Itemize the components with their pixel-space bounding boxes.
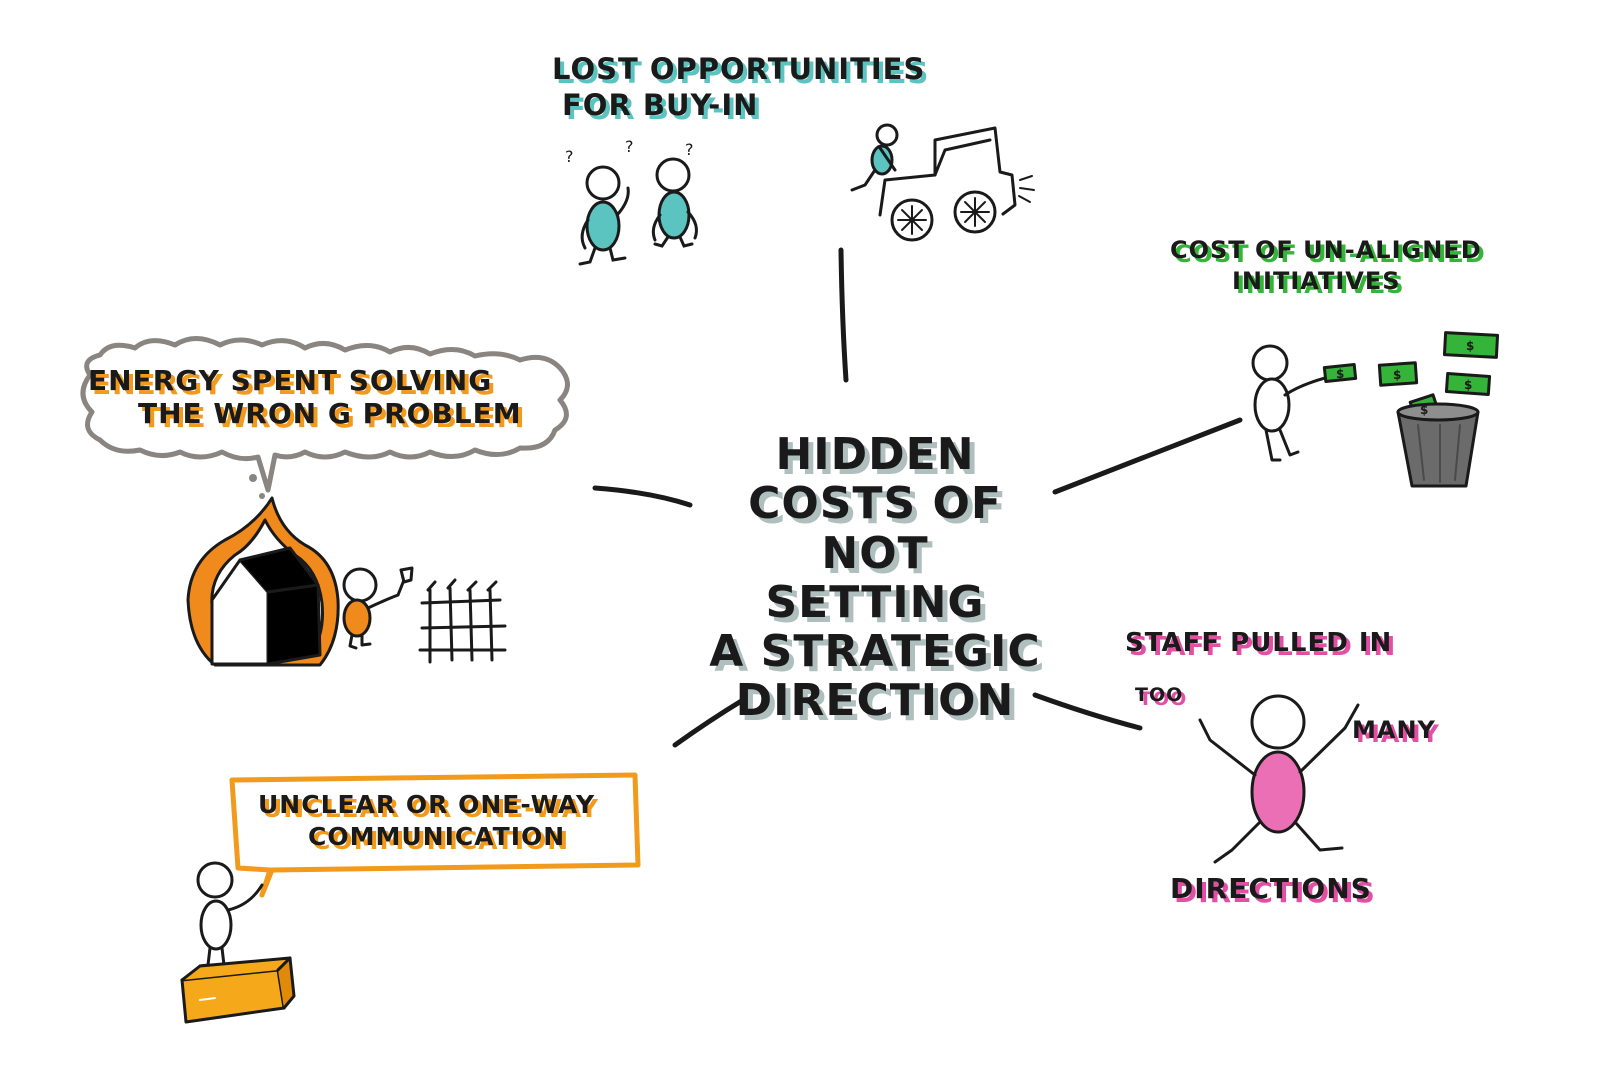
speech-cloud-icon [80,336,570,493]
central-topic-line-2: COSTS OF [748,478,1002,530]
staff-pulled-label: STAFF PULLED IN [1125,628,1393,658]
burning-house-icon [186,496,340,667]
question-mark-2: ? [625,137,634,156]
central-topic: HIDDEN COSTS OF NOT SETTING A STRATEGIC … [705,430,1045,726]
connector-right [1052,417,1243,495]
question-mark-3: ? [685,140,694,159]
question-marks: ? ? ? [565,137,694,166]
speech-box-icon [229,772,641,898]
lost-opportunities-line-1: LOST OPPORTUNITIES [552,52,926,86]
wrong-problem-line-2: THE WRON G PROBLEM [138,397,522,431]
central-topic-line-4: A STRATEGIC [709,626,1041,678]
money-trash-icon [1251,331,1500,488]
question-mark-1: ? [565,147,574,166]
lost-opportunities-label: LOST OPPORTUNITIES FOR BUY-IN [552,54,925,121]
painter-fence-icon [342,566,507,664]
thought-bubbles [249,474,265,499]
unaligned-initiatives-line-1: COST OF UN-ALIGNED [1170,236,1482,264]
central-topic-line-1: HIDDEN [775,429,975,480]
speaker-on-box-icon [180,861,296,1024]
connector-top [838,247,849,383]
staff-pulled-many: MANY [1352,716,1436,744]
wrong-problem-label: ENERGY SPENT SOLVING THE WRON G PROBLEM [88,366,522,429]
lost-opportunities-line-2: FOR BUY-IN [562,88,759,123]
unaligned-initiatives-label: COST OF UN-ALIGNED INITIATIVES [1170,236,1482,296]
unaligned-initiatives-line-2: INITIATIVES [1232,267,1401,296]
staff-pulled-too: TOO [1135,684,1184,706]
money-symbol-4: $ [1464,378,1472,392]
staff-pulled-directions: DIRECTIONS [1170,872,1372,905]
money-symbol-3: $ [1466,339,1474,353]
money-symbols: $ $ $ $ $ [1336,339,1474,417]
central-topic-line-3: NOT SETTING [765,527,985,628]
communication-label: UNCLEAR OR ONE-WAY COMMUNICATION [258,790,596,852]
communication-line-2: COMMUNICATION [308,822,566,852]
connector-bottom-left [672,697,746,748]
money-symbol-2: $ [1393,368,1401,382]
car-icon [850,123,1035,242]
confused-people-icon [578,157,698,266]
stretched-person-icon [1198,694,1360,864]
communication-line-1: UNCLEAR OR ONE-WAY [258,790,596,819]
wrong-problem-line-1: ENERGY SPENT SOLVING [88,364,493,397]
central-topic-line-5: DIRECTION [735,675,1015,727]
money-symbol-5: $ [1420,403,1428,417]
connector-left [592,485,693,508]
money-symbol-1: $ [1336,367,1344,381]
connector-bottom-right [1032,692,1143,731]
